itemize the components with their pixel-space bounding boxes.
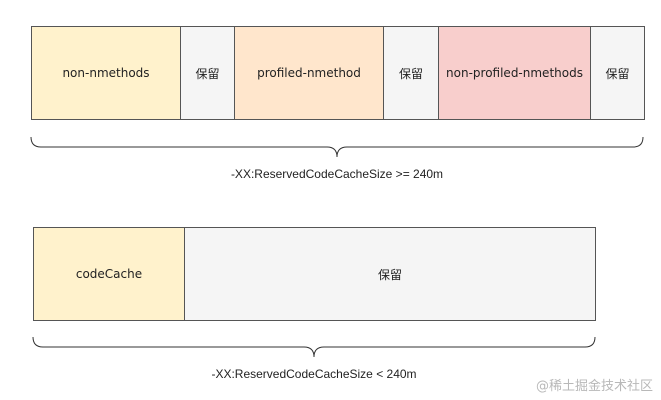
segment-non-profiled-nmethods: non-profiled-nmethods [438,26,591,120]
segment-code-cache: codeCache [33,227,185,321]
brace-bottom [32,336,596,358]
caption-size-lt-240m: -XX:ReservedCodeCacheSize < 240m [211,367,417,381]
segment-profiled-nmethod: profiled-nmethod [234,26,384,120]
caption-size-ge-240m: -XX:ReservedCodeCacheSize >= 240m [230,167,444,181]
segment-reserved-1: 保留 [180,26,235,120]
segment-non-nmethods: non-nmethods [31,26,181,120]
brace-top [30,136,644,158]
watermark-text: @稀土掘金技术社区 [535,379,653,394]
segment-reserved-large: 保留 [184,227,596,321]
segment-reserved-3: 保留 [590,26,645,120]
